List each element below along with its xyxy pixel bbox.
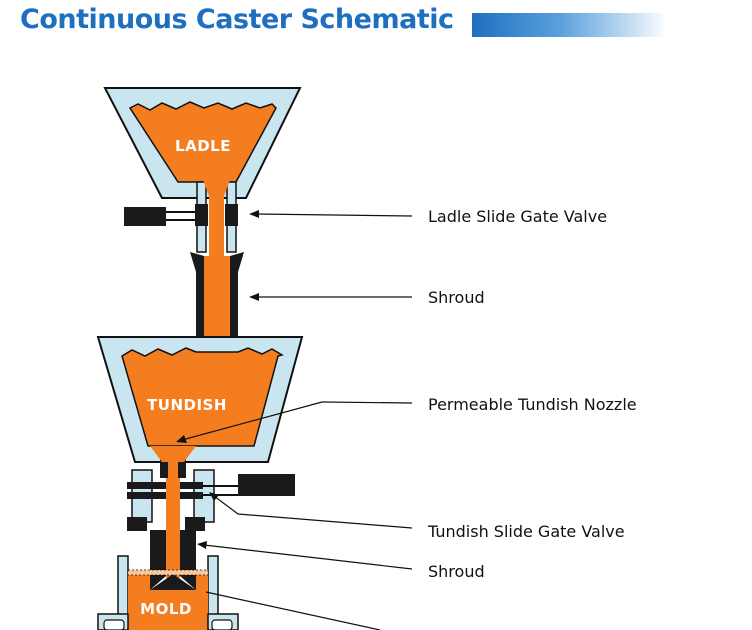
tundish-nozzle-stream (168, 446, 178, 482)
tundish-valve-stream (166, 478, 180, 528)
leader-permeable-nozzle-2 (181, 401, 323, 441)
callout-ladle-slide-gate-valve: Ladle Slide Gate Valve (428, 207, 607, 226)
mold-molten-steel (128, 574, 208, 630)
callout-permeable-tundish-nozzle: Permeable Tundish Nozzle (428, 395, 637, 414)
tundish-label: TUNDISH (147, 396, 227, 414)
arrowhead-permeable-nozzle (176, 435, 187, 443)
ladle-stream (203, 180, 230, 258)
ladle-molten-steel (128, 101, 277, 183)
tundish-valve-actuator (238, 474, 295, 496)
mold-flux-layer (127, 569, 209, 576)
ladle-slide-gate-valve (124, 204, 238, 226)
ladle-vessel: LADLE (103, 87, 302, 258)
leader-permeable-nozzle (321, 401, 413, 404)
mold-roll-right (211, 619, 233, 630)
mold-label: MOLD (140, 600, 192, 618)
title-gradient-bar (472, 13, 667, 37)
tundish-valve-plate-2 (127, 492, 203, 499)
upper-shroud-right-wall (230, 252, 244, 362)
page-title: Continuous Caster Schematic (20, 4, 454, 35)
tundish-slide-gate-valve (127, 469, 295, 531)
arrowhead-shroud-upper (249, 293, 259, 301)
lower-shroud-tip (150, 574, 196, 590)
mold-roll-left (103, 619, 125, 630)
arrowhead-tundish-valve (209, 492, 219, 501)
tundish-molten-steel (121, 347, 284, 447)
tundish-valve-block-left (127, 517, 147, 531)
ladle-valve-plate-right (225, 204, 238, 226)
upper-shroud-left-wall (190, 252, 204, 362)
callout-shroud-lower: Shroud (428, 562, 485, 581)
ladle-valve-plate-left (195, 204, 208, 226)
tundish-valve-block-right (185, 517, 205, 531)
leader-ladle-valve (255, 213, 413, 217)
leader-lines (176, 210, 413, 630)
ladle-valve-actuator (124, 207, 166, 226)
leader-shroud-lower (203, 544, 413, 570)
leader-tundish-valve (237, 513, 413, 529)
lower-shroud (150, 528, 196, 590)
leader-mold-offscreen (205, 591, 381, 630)
callout-tundish-slide-gate-valve: Tundish Slide Gate Valve (427, 522, 625, 541)
ladle-label: LADLE (175, 137, 231, 155)
tundish-valve-plate-1 (127, 482, 203, 489)
tundish-vessel: TUNDISH (96, 336, 304, 482)
lower-shroud-stream (166, 528, 180, 578)
callout-shroud-upper: Shroud (428, 288, 485, 307)
arrowhead-ladle-valve (249, 210, 259, 218)
leader-tundish-valve-2 (213, 495, 239, 515)
arrowhead-shroud-lower (197, 541, 207, 549)
